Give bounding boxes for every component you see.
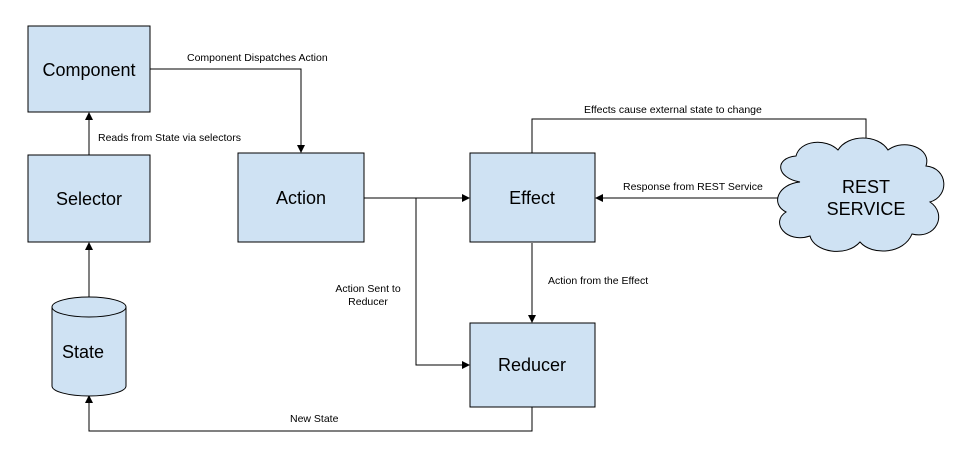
label-effects-cause: Effects cause external state to change	[584, 104, 762, 116]
component-label: Component	[42, 60, 135, 80]
rest-service-cloud	[777, 137, 945, 252]
label-response-from-rest: Response from REST Service	[623, 181, 763, 193]
label-action-sent-line2: Reducer	[348, 296, 388, 308]
edge-labels: Component Dispatches Action Reads from S…	[98, 52, 763, 425]
edge-effect-to-rest	[531, 118, 870, 153]
node-rest-service: REST SERVICE	[777, 137, 945, 252]
reducer-box	[469, 322, 596, 408]
node-selector: Selector	[27, 154, 151, 243]
edge-reducer-to-state	[85, 395, 533, 432]
label-action-from-effect: Action from the Effect	[548, 275, 648, 287]
action-label: Action	[276, 188, 326, 208]
edge-action-to-reducer	[415, 198, 470, 369]
label-reads-from-state: Reads from State via selectors	[98, 132, 241, 144]
label-action-sent-line1: Action Sent to	[335, 283, 401, 295]
edges	[85, 68, 870, 432]
action-box	[237, 152, 365, 243]
state-label: State	[62, 342, 104, 362]
state-cylinder-top	[51, 296, 127, 318]
effect-box	[469, 152, 596, 243]
rest-service-label-line2: SERVICE	[827, 199, 906, 219]
rest-service-label-line1: REST	[842, 177, 890, 197]
selector-label: Selector	[56, 189, 122, 209]
node-action: Action	[237, 152, 365, 243]
state-cylinder-body	[51, 307, 127, 397]
label-component-dispatches: Component Dispatches Action	[187, 52, 328, 64]
effect-label: Effect	[509, 188, 555, 208]
node-component: Component	[27, 25, 151, 113]
reducer-label: Reducer	[498, 355, 566, 375]
node-effect: Effect	[469, 152, 596, 243]
label-new-state: New State	[290, 413, 339, 425]
component-box	[27, 25, 151, 113]
edge-component-to-action	[150, 68, 305, 153]
node-state: State	[51, 296, 127, 397]
selector-box	[27, 154, 151, 243]
node-reducer: Reducer	[469, 322, 596, 408]
